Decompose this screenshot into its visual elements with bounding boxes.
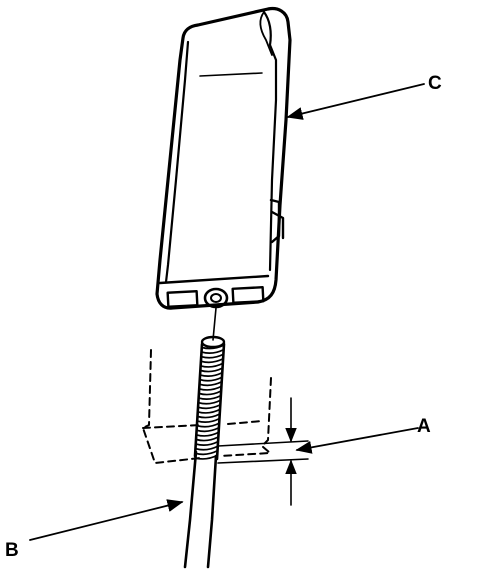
coil-ring [196, 417, 221, 424]
housing-outline [155, 6, 292, 310]
housing-c [155, 6, 292, 310]
cable-left-edge [183, 450, 198, 569]
housing-center-port-inner [210, 293, 222, 303]
coil-ring [195, 440, 219, 447]
coil-ring [199, 367, 224, 373]
coil-ring [197, 399, 222, 405]
coil-ring [197, 403, 222, 410]
leader-arrow-b [29, 499, 184, 541]
coil-ring [195, 426, 220, 433]
coil-ring [196, 422, 220, 428]
coil-ring [199, 362, 224, 368]
dashed-top-edge [142, 424, 201, 429]
dimension-a-lower-extension [217, 458, 309, 464]
dashed-right-edge [227, 420, 263, 425]
coil-ring [194, 445, 219, 451]
coil-ring [198, 390, 222, 396]
cable-right-edge [206, 454, 218, 569]
leader-arrow-a [295, 427, 419, 454]
leader-arrow-c [286, 83, 425, 120]
housing-center-port [203, 287, 229, 309]
housing-left-face-edge [164, 40, 190, 284]
coil-ring [200, 357, 224, 364]
coil-ring [196, 413, 221, 419]
dashed-bracket [142, 349, 272, 464]
housing-bottom-face [158, 274, 270, 285]
coil-ring [198, 380, 223, 387]
callout-c: C [428, 73, 442, 94]
housing-slot-right [231, 286, 265, 304]
coil-ring [195, 436, 220, 442]
callout-a: A [417, 416, 431, 437]
coil-ring [197, 394, 222, 401]
cable-b [183, 335, 226, 569]
alignment-line [212, 307, 217, 341]
dimension-a-upper-extension [217, 440, 309, 447]
coil-ring [198, 385, 223, 391]
coil-ring [200, 353, 225, 359]
housing-right-bevel [262, 10, 278, 272]
housing-slot-left [166, 290, 199, 308]
dimension-a [217, 397, 309, 506]
dashed-left-post [142, 349, 201, 464]
coil-ring [195, 431, 220, 437]
cable-coil-section [193, 342, 226, 461]
coil-ring [199, 376, 223, 382]
cable-top-cap [200, 335, 226, 349]
coil-ring [200, 348, 225, 355]
housing-top-bevel [259, 11, 273, 56]
callout-b: B [5, 540, 19, 561]
housing-face-line [199, 72, 263, 77]
coil-ring [194, 449, 219, 456]
coil-ring [199, 371, 224, 378]
housing-side-clip [269, 198, 281, 244]
dashed-right-post [219, 377, 272, 457]
coil-ring [197, 408, 221, 414]
housing-side-clip-tab [270, 210, 285, 240]
